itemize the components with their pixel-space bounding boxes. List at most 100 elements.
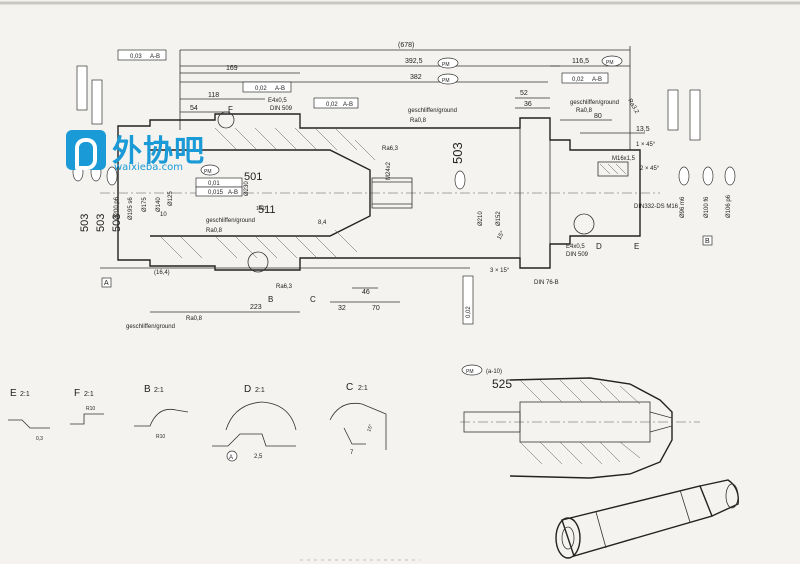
datum-b: B <box>705 238 710 245</box>
detail-c-scale: 2:1 <box>358 385 368 392</box>
angle-15: 15° <box>497 230 507 241</box>
detail-c-title: C <box>346 382 353 393</box>
item-503-d: 503 <box>111 214 123 232</box>
ra-08-b: Ra0,8 <box>410 118 427 124</box>
dim-13: 13,5 <box>636 126 650 133</box>
detail-d-scale: 2:1 <box>255 387 265 394</box>
tol-ref-6: A-B <box>228 190 238 196</box>
pm-bubble-4: PM <box>204 169 212 175</box>
tol-frame-6: 0,015 <box>208 190 224 196</box>
item-525: 525 <box>492 377 512 391</box>
ra-08-c: Ra0,8 <box>576 108 593 114</box>
undercut-e4-b: E4x0,5 <box>566 244 585 250</box>
scale-150: 1:50 <box>256 206 266 212</box>
detail-f-tag: F <box>228 105 233 114</box>
dim-54: 54 <box>190 105 198 112</box>
tol-frame-3: 0,02 <box>326 102 338 108</box>
dim-392: 392,5 <box>405 58 423 65</box>
tol-frame-1: 0,03 <box>130 54 142 60</box>
dim-80: 80 <box>594 113 602 120</box>
ra-63-a: Ra6,3 <box>382 146 399 152</box>
ground-label-3: geschliffen/ground <box>570 100 619 106</box>
dim-678: (678) <box>398 42 414 49</box>
detail-c-tag: C <box>310 295 316 304</box>
watermark-logo: 外协吧 waixieba.com <box>66 124 216 176</box>
detail-d-tag: D <box>596 242 602 251</box>
tol-frame-5: 0,01 <box>208 181 220 187</box>
bottom-dimensions: 223 32 46 70 (16,4) A B B C D E F geschl… <box>100 105 713 330</box>
din-332: DIN332-DS M16 <box>634 204 679 210</box>
tolerance-frames-top: 0,03 A-B 0,02 A-B 0,02 A-B 0,02 A-B PM P… <box>117 49 623 109</box>
isometric-shaft <box>555 479 739 559</box>
detail-f-radius: R10 <box>86 406 95 412</box>
pm-bubble-3: PM <box>606 60 614 66</box>
dim-32: 32 <box>338 305 346 312</box>
assembly-dim: (a-10) <box>486 369 502 375</box>
logo-text-cn: 外协吧 <box>112 134 205 169</box>
item-503-b: 503 <box>79 214 91 232</box>
tol-frame-4: 0,02 <box>572 77 584 83</box>
detail-e-tag: E <box>634 242 639 251</box>
dim-16-4: (16,4) <box>154 270 170 276</box>
item-501: 501 <box>244 171 262 183</box>
item-503-a: 503 <box>450 142 465 164</box>
din-76: DIN 76-B <box>534 280 559 286</box>
dia-125: Ø125 <box>168 191 174 206</box>
detail-d-dim: 2,5 <box>254 454 263 460</box>
ra-63-b: Ra6,3 <box>276 284 293 290</box>
thread-m16: M16x1,5 <box>612 156 636 162</box>
dim-46: 46 <box>362 289 370 296</box>
dia-230: Ø230 <box>244 181 250 196</box>
dia-140: Ø140 <box>156 197 162 212</box>
tol-ref-4: A-B <box>592 77 602 83</box>
din-509-a: DIN 509 <box>270 106 293 112</box>
dim-52: 52 <box>520 90 528 97</box>
diameter-labels: Ø195 s6 Ø200 p6 Ø175 Ø140 Ø125 Ø230 Ø210… <box>72 162 736 226</box>
tol-ref-3: A-B <box>343 102 353 108</box>
dim-169: 169 <box>226 65 238 72</box>
chamfer-1: 1 × 45° <box>636 142 656 148</box>
dia-195: Ø195 s6 <box>128 197 134 220</box>
detail-f-title: F <box>74 388 80 399</box>
pm-bubble-1: PM <box>442 78 450 84</box>
thread-m24: M24x2 <box>386 161 392 180</box>
tolerance-frames-left: 0,02 <box>76 65 701 325</box>
detail-e-scale: 2:1 <box>20 391 30 398</box>
tol-ref-2: A-B <box>275 86 285 92</box>
detail-c-dim: 7 <box>350 450 354 456</box>
pm-bubble-5: PM <box>466 369 474 375</box>
shaft-main-view <box>100 111 660 273</box>
detail-views: E 2:1 0,3 F 2:1 R10 B 2:1 R10 D 2:1 2,5 … <box>8 382 387 462</box>
detail-d-title: D <box>244 384 251 395</box>
detail-b-radius: R10 <box>156 434 165 440</box>
dim-118: 118 <box>208 92 219 99</box>
dim-10: 10 <box>160 212 167 218</box>
assembly-section: PM (a-10) 525 <box>460 364 700 479</box>
chamfer-2: 2 × 45° <box>640 166 660 172</box>
dim-223: 223 <box>250 304 262 311</box>
ground-label-4: geschliffen/ground <box>126 324 175 330</box>
item-511: 511 <box>258 204 276 216</box>
dim-36: 36 <box>524 101 532 108</box>
ground-label-1: geschliffen/ground <box>408 108 457 114</box>
ra-08-a: Ra0,8 <box>206 228 223 234</box>
pm-bubble-2: PM <box>442 62 450 68</box>
dim-3x15: 3 × 15° <box>490 268 510 274</box>
item-503-c: 503 <box>95 214 107 232</box>
dia-175: Ø175 <box>142 197 148 212</box>
dim-8-4: 8,4 <box>318 220 327 226</box>
detail-c-angle: 15° <box>366 424 374 433</box>
undercut-e4: E4x0,5 <box>268 98 287 104</box>
dia-100: Ø100 f6 <box>704 196 710 218</box>
detail-d-datum: A <box>229 455 233 461</box>
detail-f-scale: 2:1 <box>84 391 94 398</box>
din-509-b: DIN 509 <box>566 252 589 258</box>
top-dimensions: (678) 392,5 382 169 118 54 116,5 52 36 8… <box>179 42 650 150</box>
dia-106: Ø106 p6 <box>726 194 732 218</box>
dia-210: Ø210 <box>478 211 484 226</box>
dia-200: Ø200 p6 <box>114 196 120 220</box>
datum-a: A <box>104 280 109 287</box>
dim-116: 116,5 <box>572 58 589 65</box>
logo-text-en: waixieba.com <box>114 162 183 173</box>
